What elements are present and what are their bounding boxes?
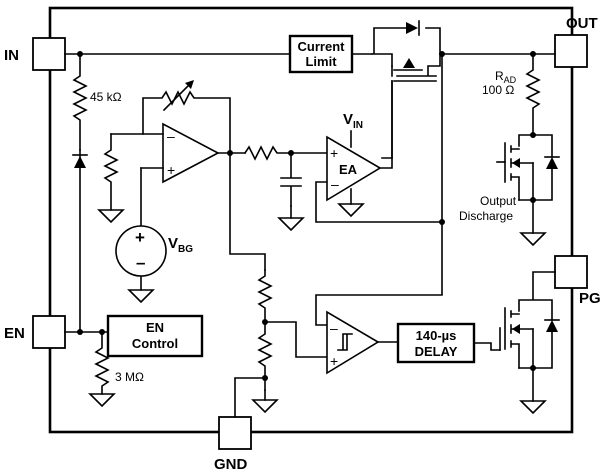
pin-in-pad — [32, 37, 66, 71]
rad-value: 100 Ω — [482, 83, 514, 97]
delay-line2: DELAY — [415, 344, 458, 359]
pg-fet — [504, 307, 534, 369]
pass-gate-drive — [381, 80, 393, 159]
gnd-discharge — [519, 232, 547, 247]
divider-tap — [264, 321, 329, 358]
delay-block — [396, 322, 476, 364]
current-limit-line1: Current — [298, 39, 346, 54]
ref-opamp-minus: – — [167, 128, 175, 144]
variable-resistor-arrow — [162, 80, 194, 112]
ea-label: EA — [339, 162, 358, 177]
output-feedback — [315, 53, 443, 326]
vbg-plus: + — [135, 228, 145, 247]
rc-cap — [280, 152, 302, 207]
gnd-divider — [251, 399, 279, 414]
discharge-drain — [518, 134, 553, 158]
vbg-minus: – — [136, 253, 145, 272]
rc-resistor — [243, 145, 328, 161]
gnd-ref-res — [97, 209, 125, 224]
resistor-45k — [72, 53, 88, 151]
divider-r-top — [257, 269, 273, 323]
divider-wire — [229, 152, 266, 271]
ea-feedback — [315, 181, 443, 223]
delay-output — [473, 342, 501, 351]
rad-label: RAD — [495, 69, 517, 85]
ref-opamp — [162, 122, 220, 184]
pin-pg-pad — [554, 255, 588, 289]
pass-fet-channel — [391, 53, 441, 77]
gnd-ea — [337, 203, 365, 218]
ea-plus: + — [330, 145, 338, 161]
ref-opamp-plus: + — [167, 162, 175, 178]
pg-comp-minus: – — [330, 320, 338, 336]
current-limit-line2: Limit — [305, 54, 337, 69]
discharge-fet-arrow-icon — [512, 158, 520, 168]
resistor-45k-label: 45 kΩ — [90, 90, 122, 104]
ea-minus: – — [331, 176, 339, 192]
discharge-fet — [504, 142, 534, 201]
pg-diode-icon — [546, 320, 558, 332]
pass-fet-arrow-icon — [403, 58, 415, 68]
en-control-line2: Control — [132, 336, 178, 351]
vbg-label: VBG — [168, 235, 193, 255]
gnd-pin-wire — [234, 377, 266, 418]
gnd-rc — [277, 217, 305, 232]
chip-outline — [48, 6, 574, 434]
pin-out-label: OUT — [566, 15, 598, 32]
ref-input-resistor — [103, 133, 119, 211]
pg-comp-plus: + — [330, 353, 338, 369]
ea-output — [379, 157, 393, 169]
pin-en-label: EN — [4, 325, 25, 342]
vbg-source — [115, 225, 167, 277]
pg-comparator — [326, 310, 380, 375]
junction-gnd — [262, 375, 268, 381]
current-limit-block — [288, 34, 354, 74]
gnd-pg — [519, 400, 547, 415]
pass-source-drain — [371, 27, 441, 67]
pin-en-pad — [32, 315, 66, 349]
ref-feedback-wire — [142, 90, 231, 154]
en-control-block — [106, 314, 204, 358]
resistor-3m — [94, 331, 110, 395]
pass-body-diode-icon — [406, 22, 418, 34]
hysteresis-icon — [337, 333, 353, 351]
gnd-en — [88, 393, 116, 408]
output-discharge-line2: Discharge — [459, 209, 513, 223]
junction-en1 — [77, 329, 83, 335]
delay-line1: 140-µs — [416, 328, 457, 343]
pin-in-label: IN — [4, 47, 19, 64]
pin-pg-label: PG — [579, 290, 601, 307]
junction-ea-fb — [439, 219, 445, 225]
pg-fet-arrow-icon — [512, 324, 520, 334]
pin-out-pad — [554, 34, 588, 68]
gnd-vbg — [127, 289, 155, 304]
divider-r-bottom — [257, 321, 273, 391]
variable-resistor-arrowhead — [185, 80, 194, 89]
pin-gnd-pad — [218, 416, 252, 450]
discharge-diode-icon — [546, 157, 558, 169]
pg-drain-wire — [518, 271, 556, 321]
error-amplifier — [326, 135, 382, 202]
pin-gnd-label: GND — [214, 456, 248, 472]
vin-label: VIN — [343, 111, 363, 131]
en-control-line1: EN — [146, 320, 164, 335]
pg-fet-source — [518, 328, 553, 369]
rad-resistor — [525, 53, 541, 136]
output-discharge-line1: Output — [480, 194, 517, 208]
resistor-3m-label: 3 MΩ — [115, 370, 144, 384]
